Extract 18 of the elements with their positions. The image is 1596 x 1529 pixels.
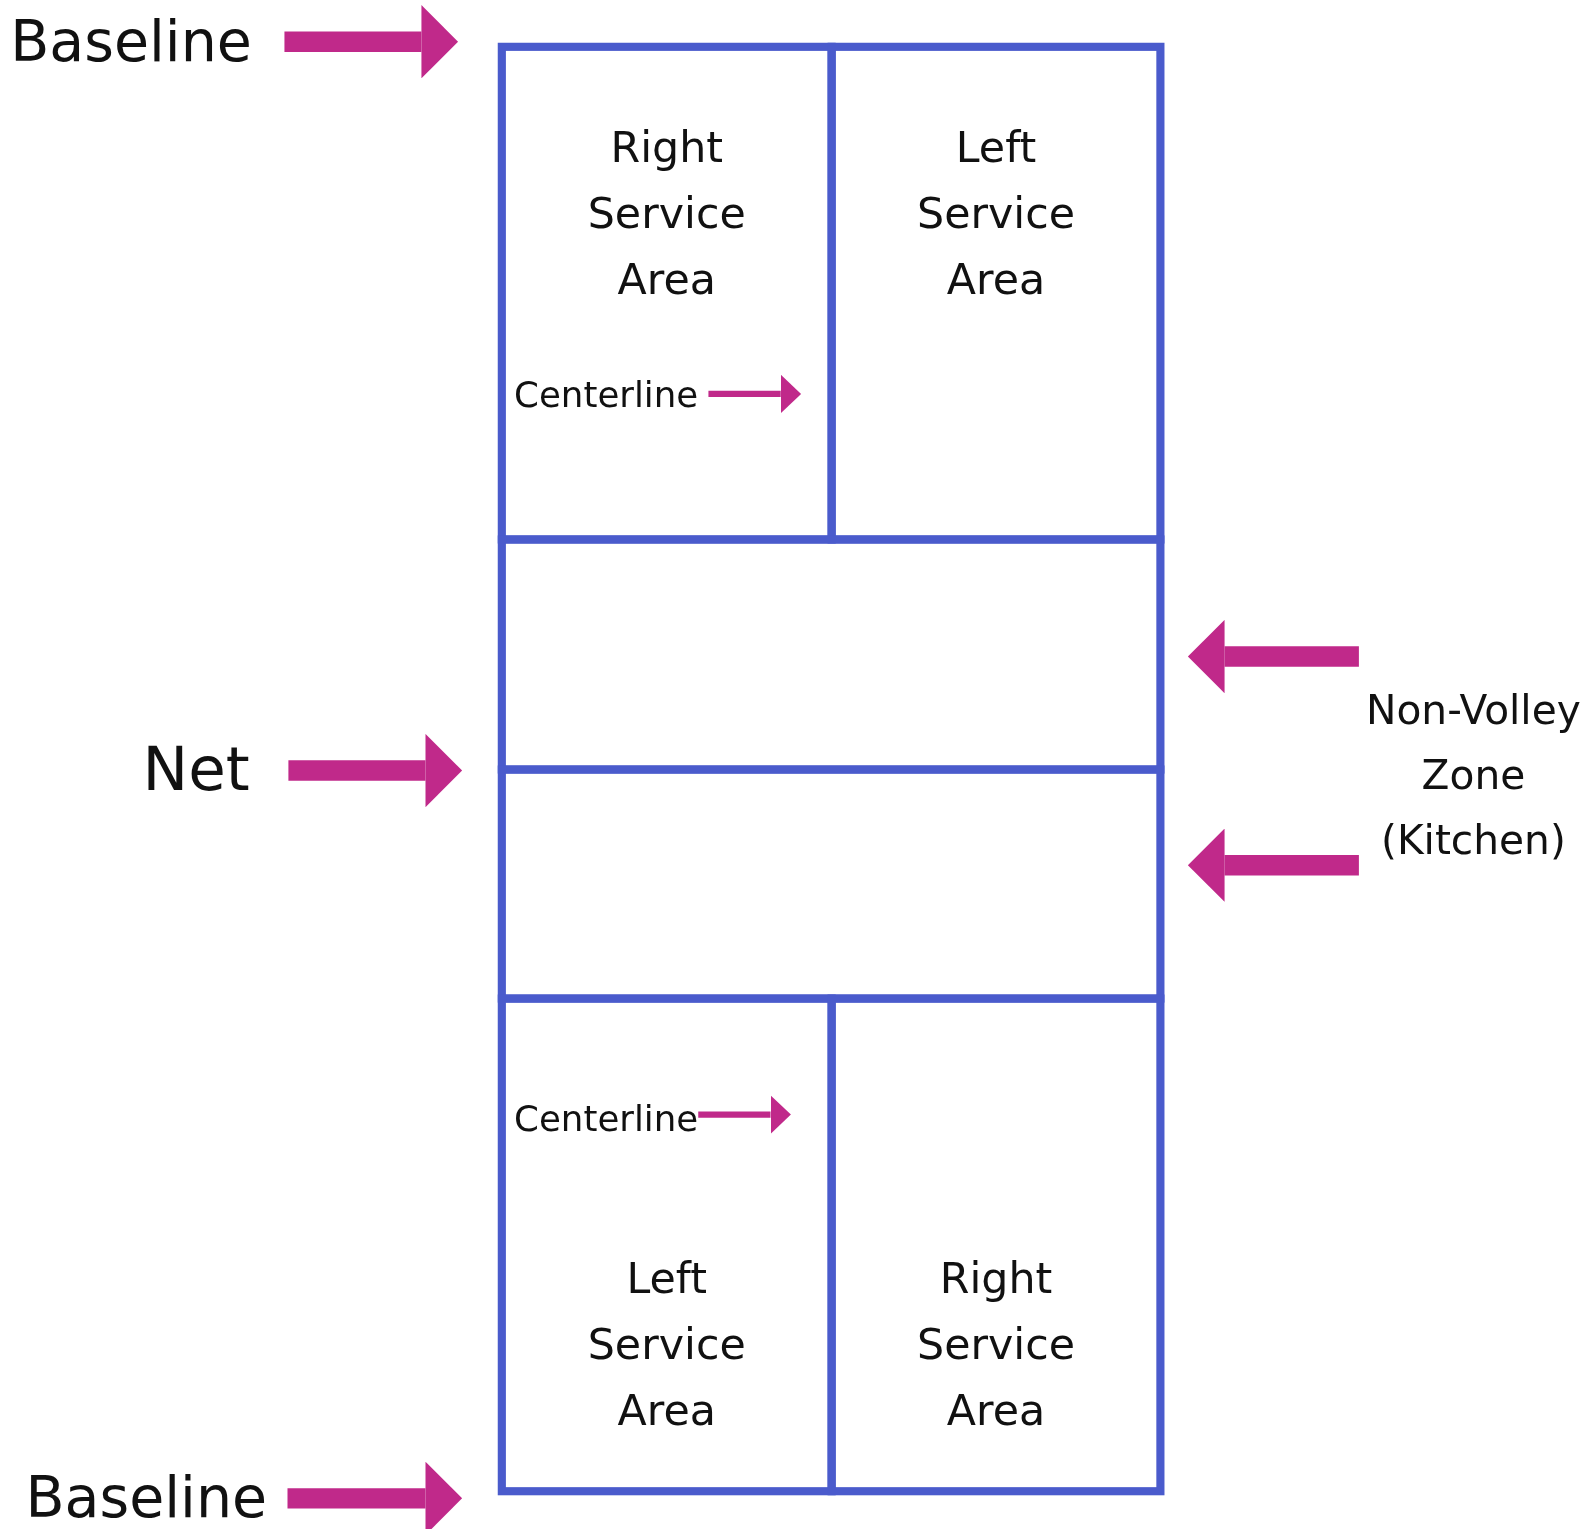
area-label: Left Service Area — [586, 1252, 747, 1438]
line-label: Non-Volley Zone (Kitchen) — [1348, 676, 1596, 873]
area-label: Left Service Area — [916, 121, 1076, 307]
area-label: Right Service Area — [586, 121, 747, 307]
line-label: Baseline — [10, 8, 252, 75]
arrow — [708, 374, 802, 414]
arrow — [1187, 828, 1359, 902]
line-label: Net — [142, 732, 250, 805]
line-label: Baseline — [25, 1463, 268, 1529]
arrow — [287, 1461, 463, 1529]
arrow — [284, 5, 459, 79]
arrow — [698, 1095, 791, 1134]
arrow — [288, 733, 463, 808]
area-label: Right Service Area — [916, 1252, 1076, 1438]
service-area-box — [827, 994, 1165, 1496]
line-label: Centerline — [514, 1098, 699, 1140]
arrow — [1187, 619, 1359, 694]
line-label: Centerline — [514, 374, 699, 416]
